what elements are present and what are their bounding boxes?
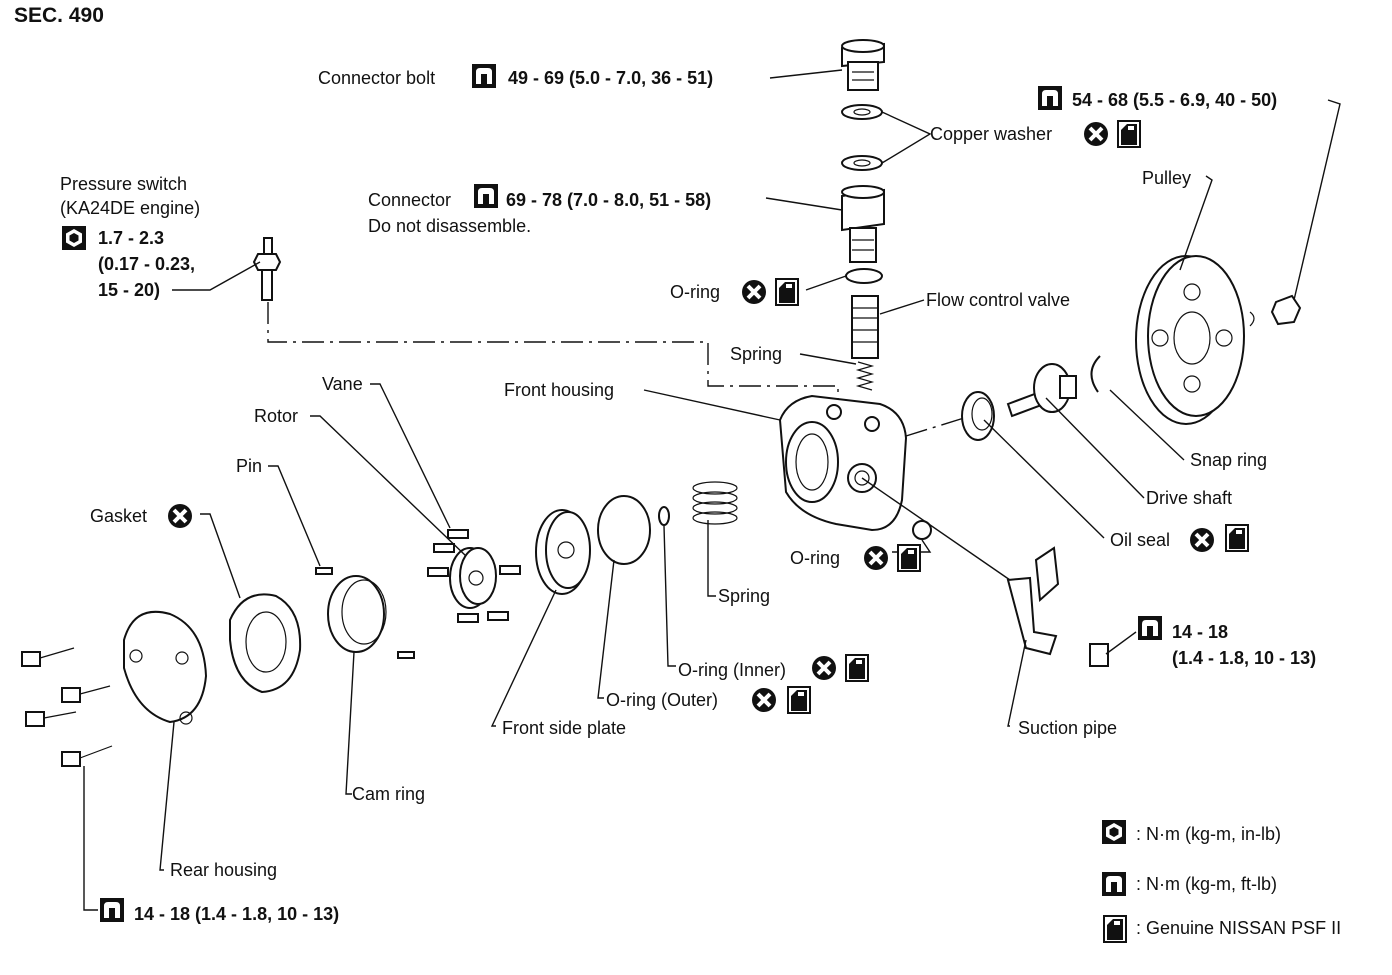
o-ring-mid-label: O-ring bbox=[790, 548, 840, 568]
front-housing-part bbox=[778, 394, 908, 532]
pulley-washer-part bbox=[1249, 311, 1255, 327]
o-ring-inner-label: O-ring (Inner) bbox=[678, 660, 786, 680]
connector-bolt-label: Connector bolt bbox=[318, 68, 435, 88]
gasket-label: Gasket bbox=[90, 506, 147, 526]
replace-icon bbox=[166, 502, 194, 530]
legend: : N·m (kg-m, in-lb) : N·m (kg-m, ft-lb) … bbox=[1102, 820, 1341, 943]
torque-icon bbox=[474, 184, 498, 208]
suction-torque: 14 - 18 bbox=[1172, 622, 1228, 642]
leader-lines bbox=[83, 69, 1341, 911]
suction-torque-kgm: (1.4 - 1.8, 10 - 13) bbox=[1172, 648, 1316, 668]
pin-upper-part bbox=[315, 567, 333, 575]
copper-washer-lower bbox=[841, 155, 883, 171]
section-title: SEC. 490 bbox=[14, 4, 104, 27]
front-side-plate-label: Front side plate bbox=[502, 718, 626, 738]
replace-icon bbox=[750, 686, 778, 714]
front-side-plate-part bbox=[535, 509, 591, 595]
pressure-switch-part bbox=[252, 237, 282, 301]
replace-icon bbox=[862, 544, 890, 572]
nut-torque: 54 - 68 (5.5 - 6.9, 40 - 50) bbox=[1072, 90, 1277, 110]
psf-fluid-icon bbox=[775, 278, 799, 306]
rear-housing-label: Rear housing bbox=[170, 860, 277, 880]
replace-icon bbox=[740, 278, 768, 306]
legend-item-inlb: : N·m (kg-m, in-lb) bbox=[1136, 824, 1281, 844]
pulley-label: Pulley bbox=[1142, 168, 1191, 188]
flow-control-valve-label: Flow control valve bbox=[926, 290, 1070, 310]
psf-fluid-icon bbox=[787, 686, 811, 714]
torque-icon bbox=[1038, 86, 1062, 110]
flow-control-valve-part bbox=[851, 295, 879, 359]
torque-hex-icon bbox=[62, 226, 86, 250]
copper-washer-label: Copper washer bbox=[930, 124, 1052, 144]
connector-bolt-part bbox=[841, 39, 885, 91]
spring-top-label: Spring bbox=[730, 344, 782, 364]
spring-top-part bbox=[855, 361, 875, 391]
psf-fluid-icon bbox=[1103, 915, 1127, 943]
o-ring-outer-label: O-ring (Outer) bbox=[606, 690, 718, 710]
drive-shaft-part bbox=[1006, 363, 1077, 418]
pressure-switch-engine-label: (KA24DE engine) bbox=[60, 198, 200, 218]
torque-icon bbox=[100, 898, 124, 922]
rear-torque: 14 - 18 (1.4 - 1.8, 10 - 13) bbox=[134, 904, 339, 924]
drive-shaft-label: Drive shaft bbox=[1146, 488, 1232, 508]
rear-housing-part bbox=[123, 610, 208, 725]
pin-lower-part bbox=[397, 651, 415, 659]
legend-item-psf: : Genuine NISSAN PSF II bbox=[1136, 918, 1341, 938]
psf-fluid-icon bbox=[897, 544, 921, 572]
connector-bolt-torque: 49 - 69 (5.0 - 7.0, 36 - 51) bbox=[508, 68, 713, 88]
front-housing-label: Front housing bbox=[504, 380, 614, 400]
legend-item-ftlb: : N·m (kg-m, ft-lb) bbox=[1136, 874, 1277, 894]
o-ring-outer-part bbox=[597, 495, 651, 565]
connector-part bbox=[841, 185, 885, 263]
oil-seal-part bbox=[961, 391, 995, 441]
spring-mid-part bbox=[692, 481, 738, 525]
torque-nm-kgm-ftlb-icon bbox=[1102, 872, 1126, 896]
o-ring-top-part bbox=[845, 268, 883, 284]
pressure-switch-torque-kgm: (0.17 - 0.23, bbox=[98, 254, 195, 274]
torque-icon bbox=[472, 64, 496, 88]
o-ring-top-label: O-ring bbox=[670, 282, 720, 302]
pressure-switch-label: Pressure switch bbox=[60, 174, 187, 194]
oil-seal-label: Oil seal bbox=[1110, 530, 1170, 550]
o-ring-mid-part bbox=[912, 520, 932, 540]
rotor-label: Rotor bbox=[254, 406, 298, 426]
pulley-nut-part bbox=[1270, 294, 1302, 326]
copper-washer-upper bbox=[841, 104, 883, 120]
pulley-part bbox=[1135, 255, 1245, 425]
suction-pipe-part bbox=[1006, 546, 1109, 667]
connector-note: Do not disassemble. bbox=[368, 216, 531, 236]
vane-label: Vane bbox=[322, 374, 363, 394]
suction-pipe-label: Suction pipe bbox=[1018, 718, 1117, 738]
snap-ring-label: Snap ring bbox=[1190, 450, 1267, 470]
spring-mid-label: Spring bbox=[718, 586, 770, 606]
cam-ring-label: Cam ring bbox=[352, 784, 425, 804]
o-ring-inner-part bbox=[658, 506, 670, 526]
pressure-switch-torque-inlb: 15 - 20) bbox=[98, 280, 160, 300]
connector-torque: 69 - 78 (7.0 - 8.0, 51 - 58) bbox=[506, 190, 711, 210]
snap-ring-part bbox=[1090, 355, 1101, 393]
pressure-switch-torque: 1.7 - 2.3 bbox=[98, 228, 164, 248]
pin-label: Pin bbox=[236, 456, 262, 476]
replace-icon bbox=[1082, 120, 1110, 148]
replace-icon bbox=[810, 654, 838, 682]
cam-ring-part bbox=[327, 575, 387, 653]
torque-icon bbox=[1138, 616, 1162, 640]
psf-fluid-icon bbox=[1117, 120, 1141, 148]
rotor-part bbox=[449, 547, 497, 609]
rear-bolts-part bbox=[21, 647, 113, 767]
gasket-part bbox=[229, 593, 302, 694]
connector-label: Connector bbox=[368, 190, 451, 210]
vanes-part bbox=[427, 529, 521, 623]
torque-nm-kgm-inlb-icon bbox=[1102, 820, 1126, 844]
replace-icon bbox=[1188, 526, 1216, 554]
psf-fluid-icon bbox=[1225, 524, 1249, 552]
psf-fluid-icon bbox=[845, 654, 869, 682]
